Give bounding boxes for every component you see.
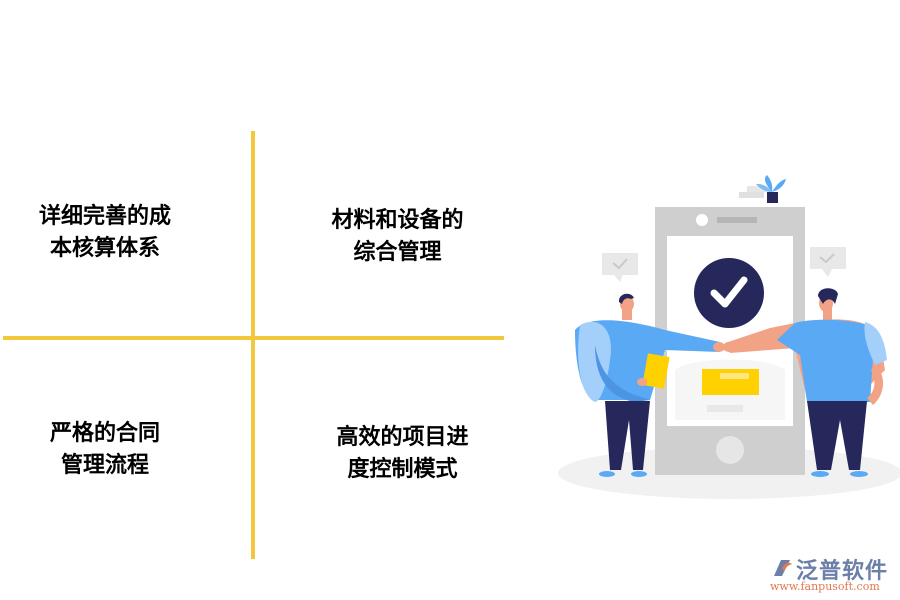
quadrant-materials-equipment: 材料和设备的 综合管理 [300,205,495,269]
quadrant-schedule-control: 高效的项目进 度控制模式 [310,422,495,486]
quadrant-contract-process: 严格的合同 管理流程 [20,418,190,482]
horizontal-divider [3,336,504,340]
quadrant-cost-accounting: 详细完善的成 本核算体系 [10,201,200,265]
handshake-phone-illustration [558,175,900,499]
quadrant-line: 本核算体系 [49,236,160,261]
quadrant-line: 详细完善的成 [38,204,171,229]
quadrant-line: 综合管理 [353,240,442,265]
logo-name: 泛普软件 [796,559,889,584]
quadrant-line: 高效的项目进 [336,425,469,450]
quadrant-line: 管理流程 [60,453,149,478]
logo-url: www.fanpusoft.com [770,580,880,593]
quadrant-line: 严格的合同 [49,421,160,446]
logo-mark-icon [774,560,792,576]
quadrant-line: 材料和设备的 [331,208,464,233]
quadrant-line: 度控制模式 [347,457,458,482]
fanpusoft-logo: 泛普软件 www.fanpusoft.com [770,553,895,593]
vertical-divider [251,131,255,559]
